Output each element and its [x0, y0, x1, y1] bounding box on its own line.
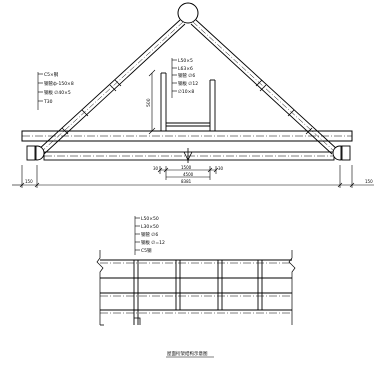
upper-callout-leader	[171, 58, 177, 98]
dim-small-right: 30	[218, 166, 224, 171]
dim-center: 4500	[183, 172, 194, 177]
top-node-circle	[177, 2, 199, 24]
overall-dim	[12, 165, 374, 188]
left-callout-1: C5×钢	[44, 71, 59, 78]
upper-callout-2: L63×6	[178, 66, 193, 72]
lower-callout-2: L30×50	[141, 224, 159, 230]
right-support	[332, 145, 351, 161]
center-dims	[157, 166, 219, 180]
main-chord	[21, 130, 353, 142]
left-callout-2: 钢管ф-150×8	[44, 80, 74, 87]
post-height-label: 500	[146, 98, 152, 107]
end-left-label: 150	[25, 179, 33, 184]
drawing-caption: 屋面桁架结构示意图	[167, 350, 208, 357]
lower-callout-1: L50×50	[141, 216, 159, 222]
lower-callout-leader	[134, 216, 140, 255]
lower-callout-5: C5钢	[141, 247, 152, 254]
center-frame	[160, 72, 216, 131]
lower-callout-3: 钢管 ∅6	[141, 231, 158, 238]
dim-small-mid: 1500	[181, 165, 192, 170]
left-callout-leader	[37, 72, 43, 110]
upper-callout-1: L50×5	[178, 58, 193, 64]
left-callout-3: 钢板 ∅40×5	[44, 89, 71, 96]
left-callout-4: T30	[43, 99, 53, 105]
lower-detail	[96, 250, 296, 326]
end-right-label: 150	[365, 179, 373, 184]
left-support	[26, 145, 45, 161]
post-height-dim	[148, 69, 156, 135]
rafter-markers	[61, 79, 313, 135]
upper-callout-5: ∅10×8	[178, 89, 194, 95]
lower-callout-4: 钢板 ∅=12	[141, 239, 165, 246]
upper-callout-4: 钢板 ∅12	[178, 80, 198, 87]
upper-callout-3: 钢管 ∅6	[178, 72, 195, 79]
dim-small-left: 30	[153, 166, 159, 171]
dim-overall: 8381	[181, 179, 192, 184]
center-tie-marker	[183, 148, 193, 163]
